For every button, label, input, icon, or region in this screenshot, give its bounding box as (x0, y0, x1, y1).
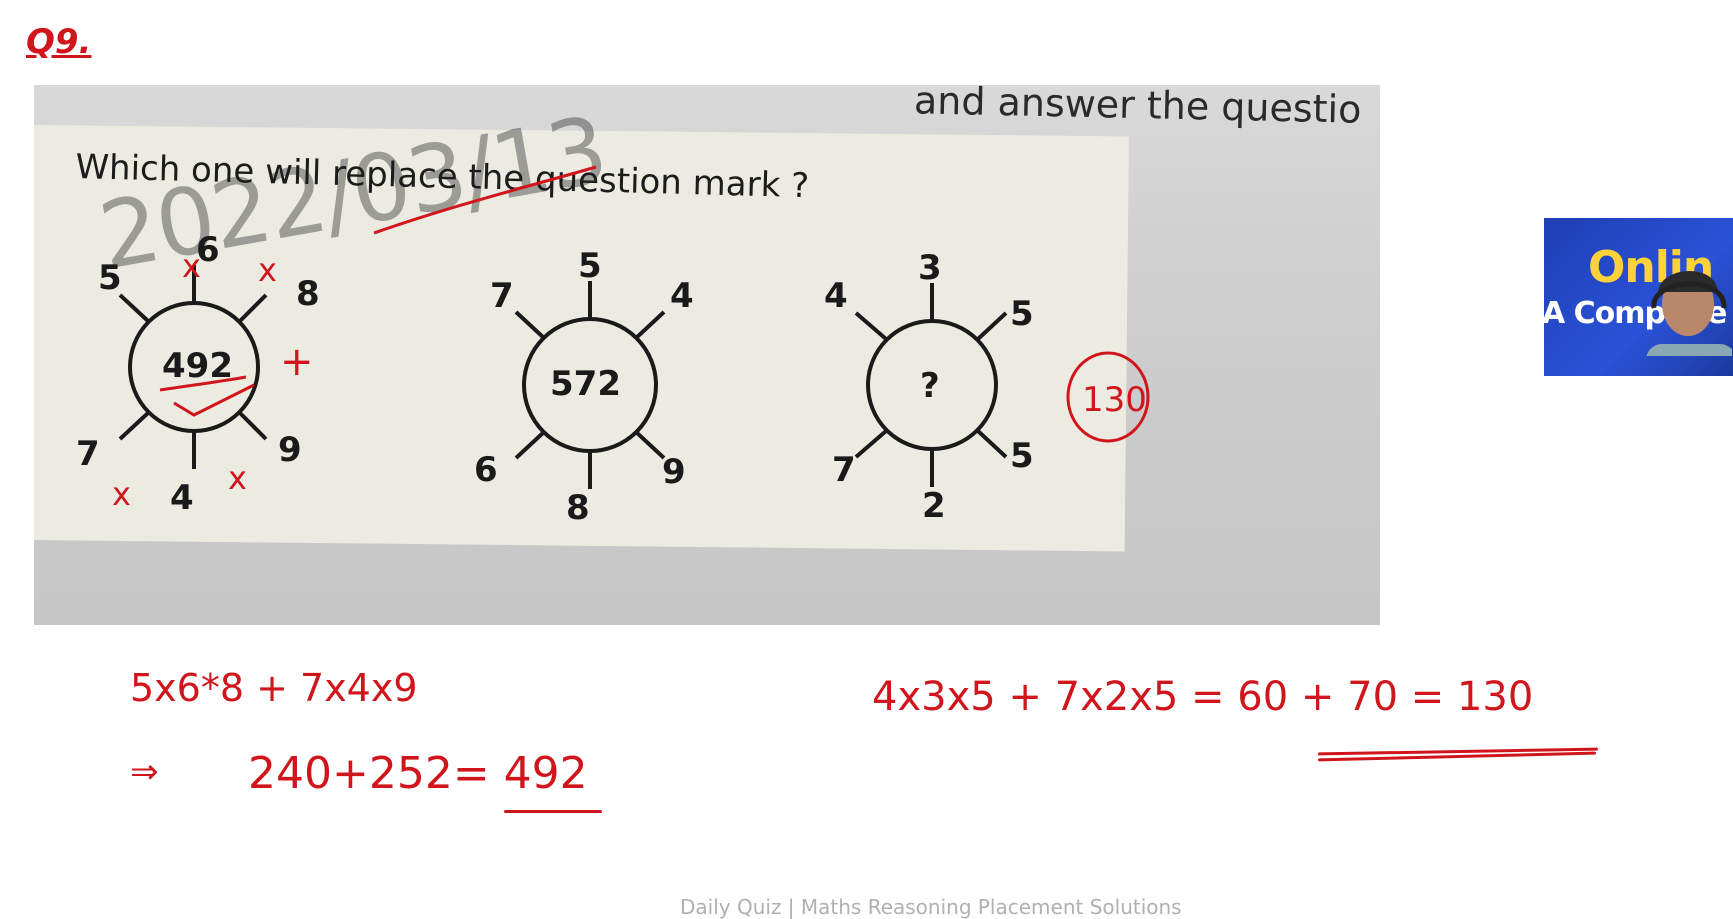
puzzle-3-top: 3 (918, 248, 942, 288)
puzzle-1-bottom-right: 9 (278, 430, 302, 470)
check-mark (173, 383, 255, 417)
puzzle-2-top: 5 (578, 246, 602, 286)
multiply-mark-4: x (228, 459, 247, 497)
puzzle-1-bottom-left: 7 (76, 434, 100, 474)
puzzle-2-center: 572 (550, 364, 621, 404)
puzzle-figures: 492 5 6 8 7 4 9 572 7 5 4 6 8 9 (76, 165, 1150, 528)
puzzle-3-center: ? (920, 366, 940, 406)
webcam-overlay: Onlin A Complete (1544, 218, 1733, 376)
puzzle-1-top-right: 8 (296, 274, 320, 314)
puzzle-3-bottom: 2 (922, 486, 946, 526)
puzzle-2-bottom-right: 9 (662, 452, 686, 492)
puzzle-3 (854, 283, 1008, 487)
question-number-label: Q9. (26, 22, 92, 62)
puzzle-1-top-left: 5 (98, 258, 122, 298)
puzzle-1-center: 492 (162, 346, 233, 386)
footer-caption: Daily Quiz | Maths Reasoning Placement S… (680, 895, 1182, 919)
puzzle-2-top-left: 7 (490, 276, 514, 316)
puzzle-2-top-right: 4 (670, 276, 694, 316)
presenter-avatar (1646, 270, 1732, 356)
puzzle-2-bottom-left: 6 (474, 450, 498, 490)
center-underline-stroke (159, 375, 247, 392)
answer-circle (1066, 351, 1150, 443)
puzzle-3-bottom-left: 7 (832, 450, 856, 490)
plus-mark: + (280, 339, 314, 385)
puzzle-2 (514, 281, 666, 489)
solution-line-1: 5x6*8 + 7x4x9 (130, 666, 418, 710)
puzzle-3-top-right: 5 (1010, 294, 1034, 334)
underline-stroke (373, 165, 597, 235)
puzzle-3-top-left: 4 (824, 276, 848, 316)
puzzle-1-top: 6 (196, 230, 220, 270)
puzzle-1-bottom: 4 (170, 478, 194, 518)
answer-circled-value: 130 (1082, 380, 1147, 420)
puzzle-1 (118, 265, 268, 469)
multiply-mark-3: x (112, 475, 131, 513)
question-photo: and answer the questio 2022/03/13 Which … (34, 85, 1380, 625)
puzzle-2-bottom: 8 (566, 488, 590, 528)
solution-right: 4x3x5 + 7x2x5 = 60 + 70 = 130 (872, 674, 1534, 720)
multiply-mark-1: x (182, 247, 201, 285)
solution-line-2: 240+252= 492 (248, 748, 588, 799)
multiply-mark-2: x (258, 251, 277, 289)
puzzle-3-bottom-right: 5 (1010, 436, 1034, 476)
solution-line-2-underline (504, 810, 602, 813)
solution-arrow: ⇒ (130, 752, 159, 792)
